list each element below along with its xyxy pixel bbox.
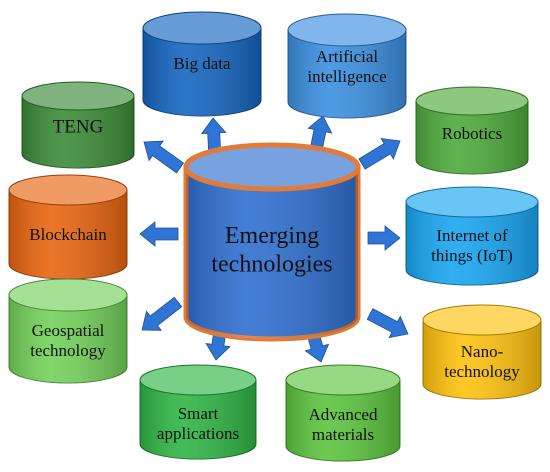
robotics-node-top xyxy=(415,86,529,116)
teng-node-shading xyxy=(22,96,134,168)
arrow-to-geospatial-technology xyxy=(141,296,183,331)
nanotechnology-node-shading xyxy=(423,320,541,399)
emerging-technologies-node-shading xyxy=(186,167,358,339)
big-data-node-top xyxy=(142,11,262,45)
center-label-line-1: Emerging xyxy=(225,223,319,249)
arrows xyxy=(139,115,409,363)
geospatial-technology-label-line-1: Geospatial xyxy=(32,321,105,340)
artificial-intelligence-label-line-1: Artificial xyxy=(316,47,379,66)
artificial-intelligence-node-shading xyxy=(288,30,406,118)
artificial-intelligence-node-top xyxy=(287,13,407,47)
geospatial-technology-label-line-2: technology xyxy=(30,341,106,360)
artificial-intelligence-label-line-2: intelligence xyxy=(307,67,386,86)
internet-of-things-node-top xyxy=(405,186,539,218)
arrow-to-internet-of-things xyxy=(367,225,401,251)
emerging-technologies-node: Emerging technologies xyxy=(183,142,361,342)
robotics-node: Robotics xyxy=(415,86,529,175)
internet-of-things-node-shading xyxy=(406,202,538,285)
robotics-label-line-1: Robotics xyxy=(442,124,502,143)
advanced-materials-node-top xyxy=(285,364,401,396)
robotics-node-shading xyxy=(416,101,528,174)
blockchain-label-line-1: Blockchain xyxy=(29,225,107,244)
nanotechnology-node-top xyxy=(422,304,542,336)
geospatial-technology-node-shading xyxy=(9,295,127,383)
internet-of-things-label-line-1: Internet of xyxy=(436,226,508,245)
advanced-materials-label-line-2: materials xyxy=(312,425,374,444)
big-data-label-line-1: Big data xyxy=(173,54,231,73)
smart-applications-label-line-1: Smart xyxy=(178,404,219,423)
teng-node: TENG xyxy=(21,81,135,169)
teng-label-line-1: TENG xyxy=(53,117,104,138)
blockchain-node-top xyxy=(8,174,128,206)
nanotechnology-label-line-1: Nano- xyxy=(461,342,504,361)
big-data-node: Big data xyxy=(142,11,262,117)
center-node: Emerging technologies xyxy=(183,142,361,342)
nanotechnology-node: Nano-technology xyxy=(422,304,542,400)
geospatial-technology-node-top xyxy=(8,278,128,312)
blockchain-node: Blockchain xyxy=(8,174,128,280)
arrow-to-nanotechnology xyxy=(366,308,409,339)
nanotechnology-label-line-2: technology xyxy=(444,362,520,381)
smart-applications-label-line-2: applications xyxy=(157,424,239,443)
emerging-technologies-node-top xyxy=(183,142,361,192)
arrow-to-blockchain xyxy=(139,221,179,247)
center-label-line-2: technologies xyxy=(211,252,332,278)
advanced-materials-node-shading xyxy=(286,380,400,461)
arrow-to-teng xyxy=(143,140,185,174)
big-data-node-shading xyxy=(143,28,261,116)
teng-node-top xyxy=(21,81,135,111)
arrow-to-robotics xyxy=(358,137,401,170)
smart-applications-node-shading xyxy=(140,380,256,459)
blockchain-node-shading xyxy=(9,190,127,279)
internet-of-things-label-line-2: things (IoT) xyxy=(431,246,513,265)
smart-applications-node-top xyxy=(139,364,257,396)
advanced-materials-label-line-1: Advanced xyxy=(309,405,378,424)
